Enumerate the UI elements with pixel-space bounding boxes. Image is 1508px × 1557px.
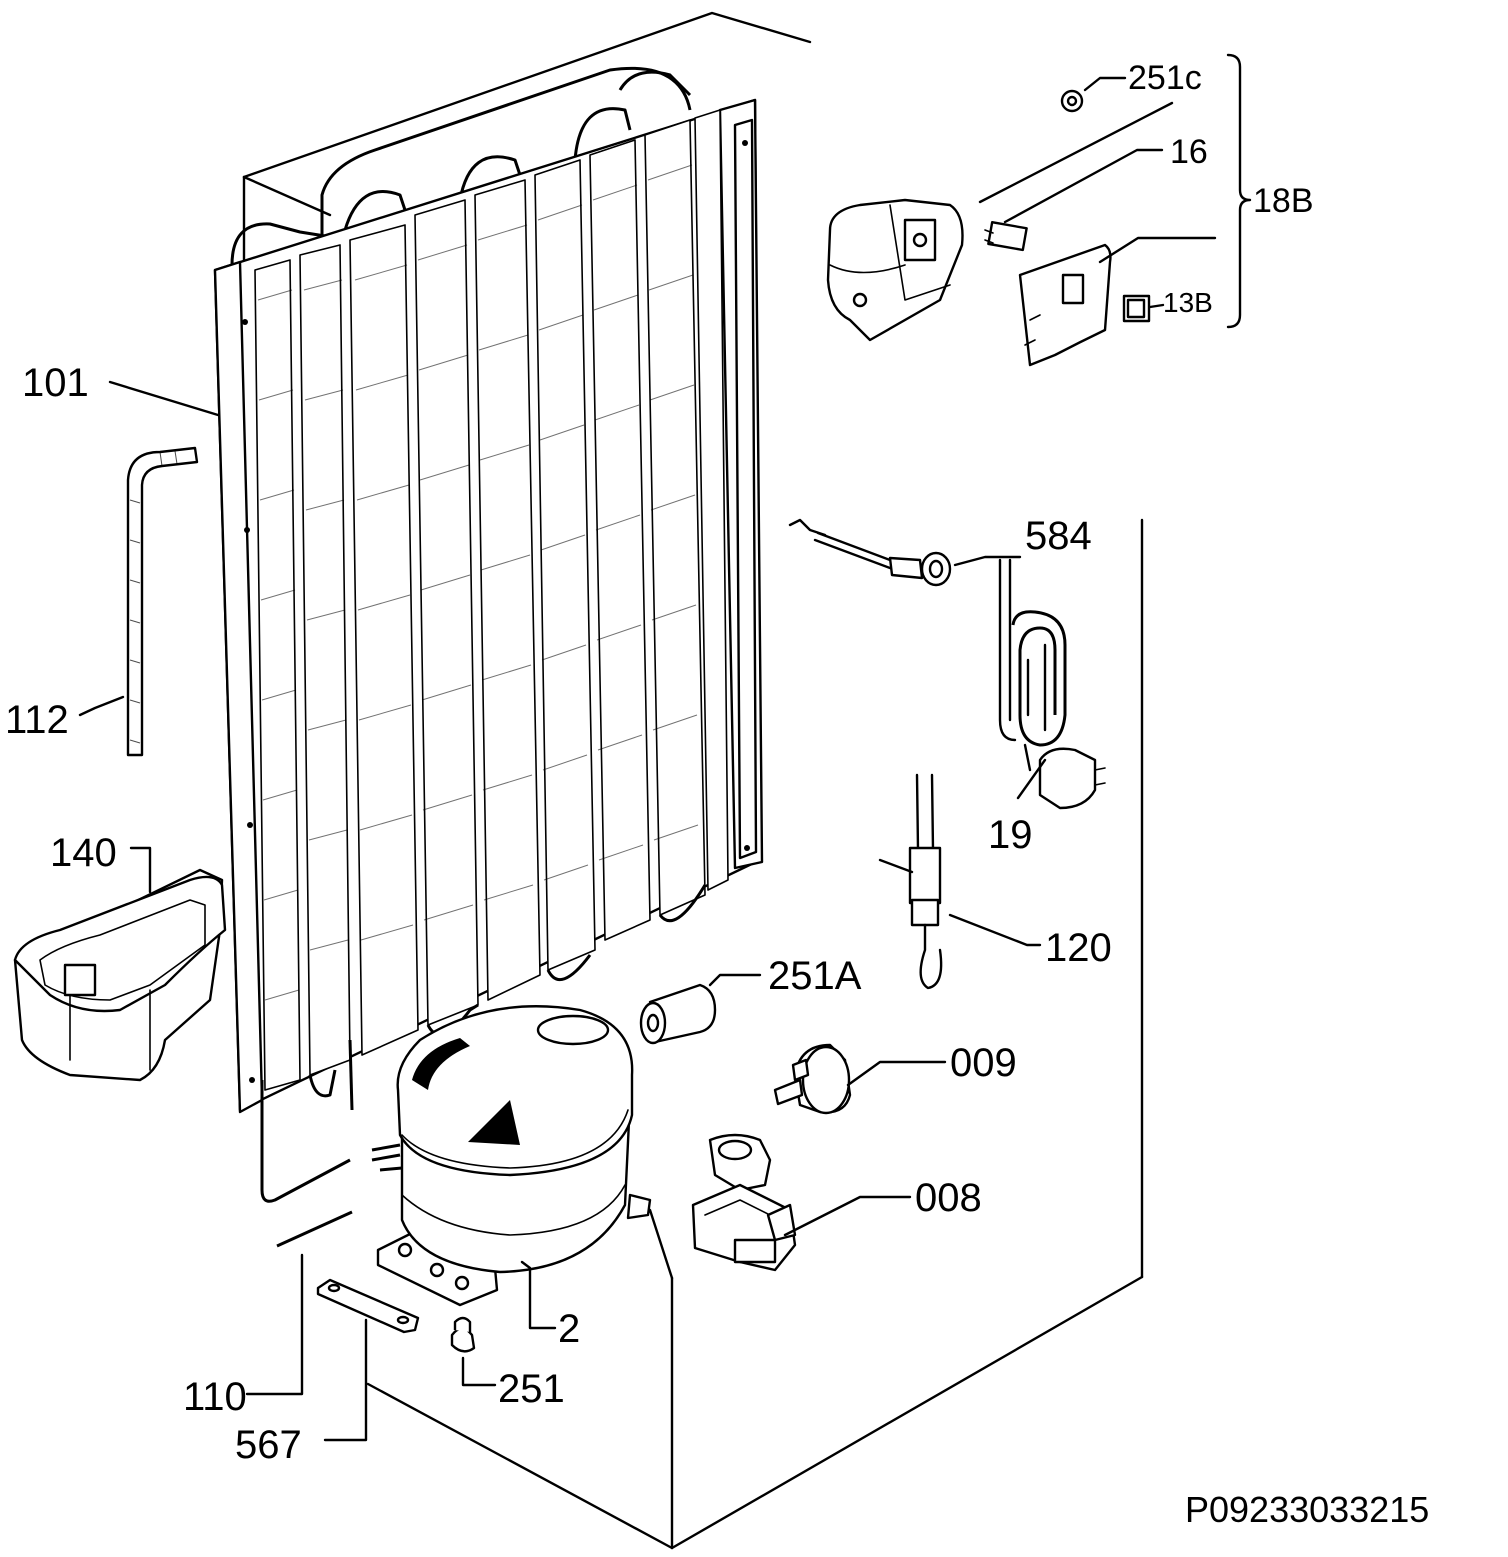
leader-lines (78, 76, 1217, 1442)
ground-wire-584 (788, 518, 952, 587)
relay-008 (691, 1133, 797, 1272)
label-008: 008 (915, 1176, 982, 1220)
label-112: 112 (5, 698, 69, 742)
group-bracket-18b (1226, 53, 1252, 329)
label-13b: 13B (1163, 287, 1213, 318)
label-584: 584 (1025, 514, 1092, 558)
compressor-2 (371, 1005, 652, 1307)
label-567: 567 (235, 1423, 302, 1467)
label-120: 120 (1045, 926, 1112, 970)
grommet-251 (450, 1316, 476, 1353)
label-110: 110 (183, 1375, 247, 1419)
tube-110 (276, 1210, 353, 1248)
label-2: 2 (558, 1307, 580, 1351)
label-251a: 251A (768, 954, 862, 998)
overload-009 (773, 1043, 852, 1115)
lamp-holder-18b (826, 198, 964, 342)
label-009: 009 (950, 1041, 1017, 1085)
label-16: 16 (1170, 133, 1208, 171)
screw-251c (1060, 89, 1084, 113)
power-cable-19 (998, 558, 1106, 810)
label-140: 140 (50, 831, 117, 875)
drain-hose-112 (126, 446, 199, 757)
cover-13b-plate (1018, 243, 1112, 367)
label-251: 251 (498, 1367, 565, 1411)
label-19: 19 (988, 813, 1033, 857)
part-labels: 101 112 140 251c 16 18B 13B 584 19 120 2… (5, 59, 1314, 1467)
drip-tray-140 (13, 868, 227, 1082)
label-251c: 251c (1128, 59, 1202, 97)
cabinet-outline (242, 11, 1144, 1550)
label-18b: 18B (1253, 182, 1314, 220)
condenser-101 (213, 66, 764, 1203)
sensor-120 (878, 773, 943, 990)
reference-code: P09233033215 (1185, 1489, 1429, 1530)
sleeve-251a (639, 983, 717, 1045)
label-101: 101 (22, 361, 89, 405)
bracket-567 (316, 1278, 420, 1334)
switch-13b (1122, 294, 1151, 323)
lamp-16 (984, 221, 1028, 252)
